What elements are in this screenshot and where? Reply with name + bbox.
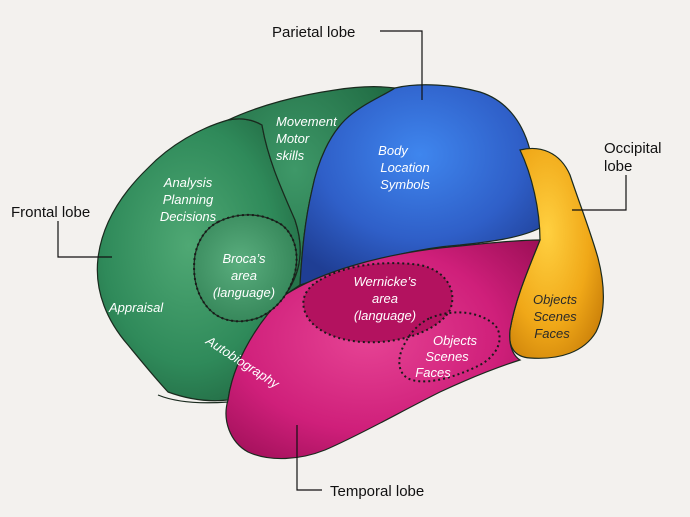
body-label-line2: Location — [380, 160, 429, 175]
brocas-label-line2: area — [231, 268, 257, 283]
objects-temporal-label-line2: Scenes — [425, 349, 469, 364]
objects-occipital-label-line2: Scenes — [533, 309, 577, 324]
frontal-leader-line — [57, 221, 112, 258]
wernicke-label-line3: (language) — [354, 308, 416, 323]
analysis-label-line3: Decisions — [160, 209, 217, 224]
analysis-label-line1: Analysis — [163, 175, 213, 190]
occipital-leader-line — [572, 175, 627, 211]
temporal-lobe-callout: Temporal lobe — [330, 483, 424, 500]
body-label-line3: Symbols — [380, 177, 430, 192]
objects-temporal-label-line3: Faces — [415, 365, 451, 380]
brocas-area-region — [193, 214, 298, 322]
body-label-line1: Body — [378, 143, 409, 158]
objects-occipital-label-line3: Faces — [534, 326, 570, 341]
objects-temporal-label-line1: Objects — [433, 333, 478, 348]
parietal-lobe-callout: Parietal lobe — [272, 24, 355, 41]
appraisal-label: Appraisal — [108, 300, 164, 315]
occipital-lobe-callout-line2: lobe — [604, 158, 632, 175]
wernicke-area-region — [303, 263, 453, 343]
temporal-lobe-region — [225, 239, 541, 460]
wernicke-label-line1: Wernicke’s — [353, 274, 417, 289]
parietal-leader-line — [380, 30, 423, 100]
movement-label-line2: Motor — [276, 131, 310, 146]
brainstem-edge — [157, 394, 229, 404]
temporal-objects-outline — [398, 311, 501, 383]
objects-occipital-label-line1: Objects — [533, 292, 578, 307]
wernicke-label-line2: area — [372, 291, 398, 306]
temporal-leader-line — [296, 425, 322, 491]
movement-label-line1: Movement — [276, 114, 338, 129]
occipital-lobe-callout-line1: Occipital — [604, 140, 662, 157]
brocas-label-line3: (language) — [213, 285, 275, 300]
brocas-label-line1: Broca’s — [222, 251, 266, 266]
movement-label-line3: skills — [276, 148, 305, 163]
analysis-label-line2: Planning — [163, 192, 214, 207]
frontal-lobe-callout: Frontal lobe — [11, 204, 90, 221]
